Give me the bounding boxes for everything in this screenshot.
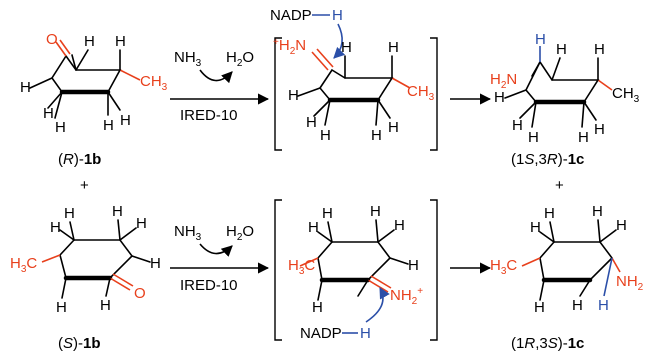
h-atom: H: [288, 87, 299, 104]
h-atom: H: [616, 217, 627, 234]
h-atom: H: [84, 33, 95, 50]
h-atom: H: [408, 257, 419, 274]
methyl-group: H3C: [288, 257, 315, 277]
iminium-bottom: H H H H H H H3C NH2+: [288, 203, 423, 316]
ketone-r-1b: O H H H H H H H CH3: [20, 31, 168, 136]
reagents-bottom: NH3 H2O IRED-10: [170, 223, 270, 294]
h-atom: H: [578, 129, 589, 146]
h-atom: H: [592, 203, 603, 220]
water-label: H2O: [226, 223, 254, 243]
iminium-label: +H2N: [273, 37, 306, 57]
h-atom: H: [544, 205, 555, 222]
h-atom: H: [100, 297, 111, 314]
reagents-top: NH3 H2O IRED-10: [170, 49, 270, 124]
nadp-hydride: H: [332, 7, 343, 24]
h-atom: H: [341, 39, 352, 56]
h-atom: H: [394, 217, 405, 234]
h-atom: H: [306, 114, 317, 131]
carbonyl-oxygen: O: [46, 31, 58, 48]
carbonyl-oxygen: O: [134, 285, 146, 302]
h-atom: H: [64, 205, 75, 222]
h-atom: H: [528, 129, 539, 146]
methyl-group: H3C: [10, 255, 37, 275]
amine-1r3s-1c: H H H H H H H H3C NH2: [490, 203, 644, 316]
plus-right: +: [555, 177, 564, 194]
water-label: H2O: [226, 49, 254, 69]
label-1r3s-1c: (1R,3S)-1c: [511, 335, 584, 352]
h-atom: H: [115, 33, 126, 50]
h-atom: H: [494, 89, 505, 106]
h-atom: H: [371, 127, 382, 144]
h-atom: H: [388, 119, 399, 136]
delivered-hydride: H: [535, 31, 546, 48]
iminium-top: +H2N H H H H H H H CH3: [273, 37, 435, 144]
methyl-group: CH3: [612, 85, 640, 105]
h-atom: H: [56, 299, 67, 316]
h-atom: H: [572, 297, 583, 314]
amino-group: H2N: [490, 71, 517, 91]
label-s-1b: (S)-1b: [58, 335, 101, 352]
h-atom: H: [594, 41, 605, 58]
h-atom: H: [594, 121, 605, 138]
h-atom: H: [312, 299, 323, 316]
amine-1s3r-1c: H H2N H H H H H H H CH3: [490, 31, 640, 146]
label-1s3r-1c: (1S,3R)-1c: [511, 151, 584, 168]
h-atom: H: [530, 219, 541, 236]
h-atom: H: [534, 299, 545, 316]
h-atom: H: [308, 219, 319, 236]
h-atom: H: [55, 119, 66, 136]
delivered-hydride: H: [598, 297, 609, 314]
amino-group: NH2: [616, 273, 644, 293]
h-atom: H: [556, 41, 567, 58]
h-atom: H: [512, 117, 523, 134]
h-atom: H: [43, 105, 54, 122]
ammonia-label: NH3: [174, 223, 202, 243]
ketone-s-1b: H H H H H H H O H3C: [10, 203, 161, 316]
methyl-group: CH3: [407, 83, 435, 103]
h-atom: H: [320, 127, 331, 144]
label-r-1b: (R)-1b: [58, 151, 101, 168]
h-atom: H: [50, 219, 61, 236]
nadp-label: NADP: [300, 325, 342, 342]
h-atom: H: [120, 112, 131, 129]
h-atom: H: [322, 205, 333, 222]
h-atom: H: [20, 79, 31, 96]
enzyme-label: IRED-10: [180, 277, 238, 294]
h-atom: H: [112, 203, 123, 220]
h-atom: H: [136, 215, 147, 232]
h-atom: H: [150, 255, 161, 272]
iminium-label: NH2+: [390, 286, 423, 307]
nadp-label: NADP: [270, 7, 312, 24]
plus-left: +: [80, 177, 89, 194]
h-atom: H: [388, 39, 399, 56]
methyl-group: CH3: [140, 73, 168, 93]
h-atom: H: [370, 203, 381, 220]
ammonia-label: NH3: [174, 49, 202, 69]
nadp-hydride: H: [360, 325, 371, 342]
methyl-group: H3C: [490, 257, 517, 277]
h-atom: H: [103, 117, 114, 134]
enzyme-label: IRED-10: [180, 107, 238, 124]
